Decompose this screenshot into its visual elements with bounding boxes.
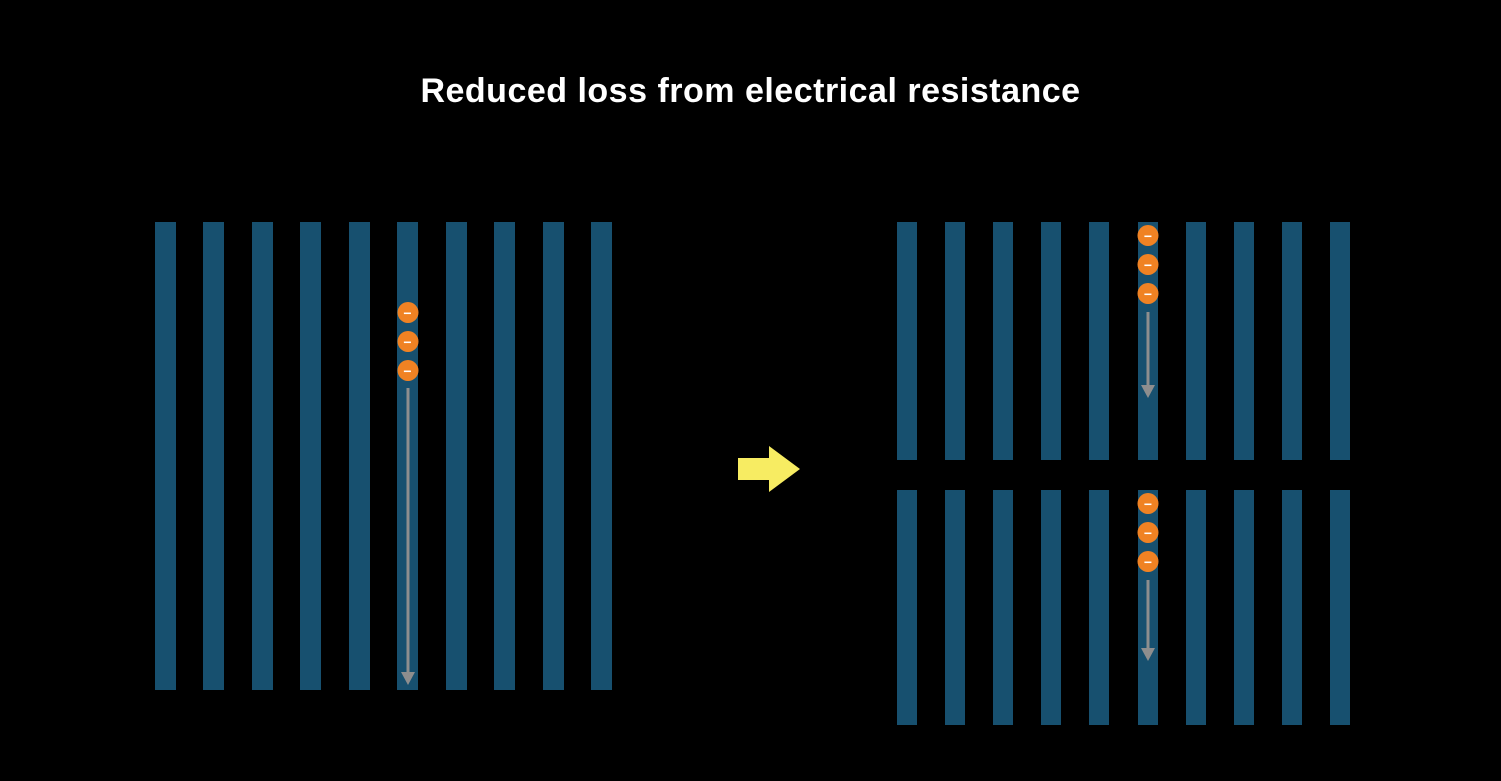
cell-finger-bar: [897, 222, 917, 460]
electron-icon: −: [1137, 254, 1159, 275]
cell-finger-bar: [300, 222, 322, 690]
current-flow-arrow-head: [400, 672, 415, 685]
electron-icon: −: [397, 360, 418, 381]
cell-finger-bar: [445, 222, 467, 690]
current-flow-arrow: [397, 222, 418, 690]
current-flow-arrow-line: [1146, 312, 1150, 385]
minus-glyph: −: [1143, 256, 1153, 273]
cell-finger-bar: [1089, 490, 1110, 725]
cell-finger-bar: [542, 222, 564, 690]
cell-finger-bar: [348, 222, 370, 690]
cell-finger-bar: [1185, 490, 1206, 725]
cell-finger-bar: [1041, 222, 1062, 460]
full-cell-panel: − − −: [155, 222, 612, 690]
diagram-title: Reduced loss from electrical resistance: [420, 72, 1081, 110]
cell-finger-bar: [1185, 222, 1206, 460]
current-flow-arrow-line: [406, 388, 409, 672]
cell-finger-bar: [1281, 222, 1302, 460]
electron-flow-column: − − −: [1137, 222, 1159, 460]
cell-finger-bar: [1041, 490, 1062, 725]
cell-finger-bar: [1281, 490, 1302, 725]
electron-flow-column: − − −: [1137, 490, 1159, 725]
cell-finger-bar: [945, 222, 966, 460]
electron-icon: −: [1137, 522, 1159, 543]
cell-finger-bar: [494, 222, 516, 690]
current-flow-arrow: [1138, 222, 1158, 460]
cell-finger-bar: [1233, 222, 1254, 460]
cell-finger-bar: [1329, 490, 1350, 725]
minus-glyph: −: [1143, 285, 1153, 302]
cell-finger-bar: [203, 222, 225, 690]
electron-icon: −: [1137, 283, 1159, 304]
cell-finger-bar: [1233, 490, 1254, 725]
minus-glyph: −: [1143, 524, 1153, 541]
electron-icon: −: [1137, 493, 1159, 514]
electron-stack: − − −: [1137, 225, 1159, 304]
transition-arrow-head: [769, 446, 800, 492]
cell-finger-bar: [590, 222, 612, 690]
cell-finger-bar: [155, 222, 176, 690]
electron-icon: −: [1137, 551, 1159, 572]
half-cell-bottom-panel: − − −: [897, 490, 1350, 725]
electron-icon: −: [397, 331, 418, 352]
minus-glyph: −: [403, 362, 412, 379]
minus-glyph: −: [1143, 553, 1153, 570]
minus-glyph: −: [403, 304, 412, 321]
cell-finger-bar: [897, 490, 917, 725]
electron-stack: − − −: [397, 302, 418, 381]
current-flow-arrow-head: [1141, 648, 1155, 661]
electron-flow-column: − − −: [397, 222, 418, 690]
cell-finger-bar: [1089, 222, 1110, 460]
electron-icon: −: [1137, 225, 1159, 246]
electron-icon: −: [397, 302, 418, 323]
cell-finger-bar: [993, 222, 1014, 460]
minus-glyph: −: [403, 333, 412, 350]
cell-finger-bar: [945, 490, 966, 725]
cell-finger-bar: [1329, 222, 1350, 460]
transition-arrow-shaft: [738, 458, 769, 480]
half-cell-top-panel: − − −: [897, 222, 1350, 460]
current-flow-arrow-head: [1141, 385, 1155, 398]
cell-finger-bar: [993, 490, 1014, 725]
current-flow-arrow: [1138, 490, 1158, 725]
minus-glyph: −: [1143, 495, 1153, 512]
cell-finger-bar: [251, 222, 273, 690]
current-flow-arrow-line: [1146, 580, 1150, 648]
minus-glyph: −: [1143, 227, 1153, 244]
electron-stack: − − −: [1137, 493, 1159, 572]
transition-arrow-icon: [738, 446, 800, 492]
